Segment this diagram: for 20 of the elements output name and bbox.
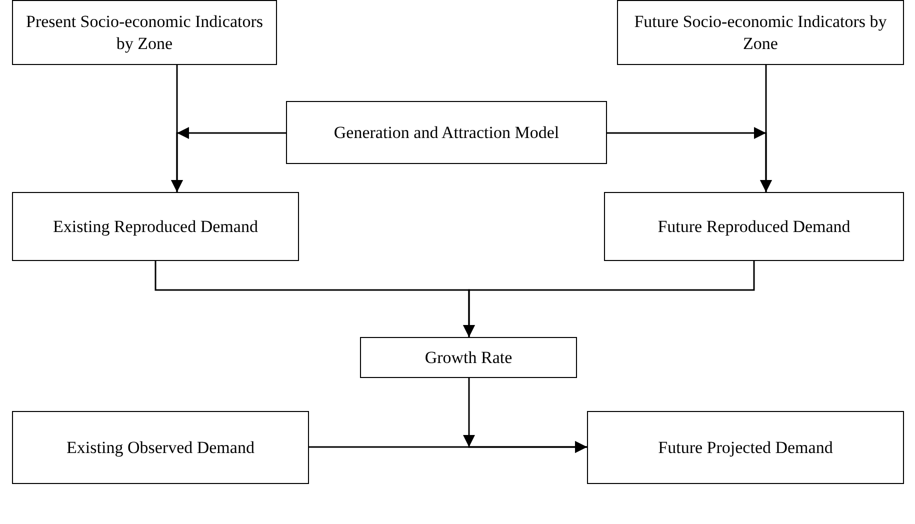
box-label: Existing Observed Demand [66,436,254,458]
box-label: Future Projected Demand [658,436,833,458]
process-box [360,337,577,378]
box-label: Future Reproduced Demand [658,216,850,238]
process-box [587,411,904,484]
process-box [286,101,607,164]
process-box [12,411,309,484]
process-box [604,192,904,261]
arrow [463,261,755,337]
box-label: Generation and Attraction Model [334,122,560,144]
box-label: Growth Rate [424,346,512,368]
process-box [12,192,299,261]
process-box [617,0,904,65]
arrow [607,127,772,192]
box-label: Future Socio-economic Indicators by Zone [633,11,888,54]
process-box [12,0,277,65]
box-label: Existing Reproduced Demand [53,216,258,238]
box-label: Present Socio-economic Indicators by Zone [25,11,264,54]
arrow [309,441,587,453]
arrow [171,127,286,192]
